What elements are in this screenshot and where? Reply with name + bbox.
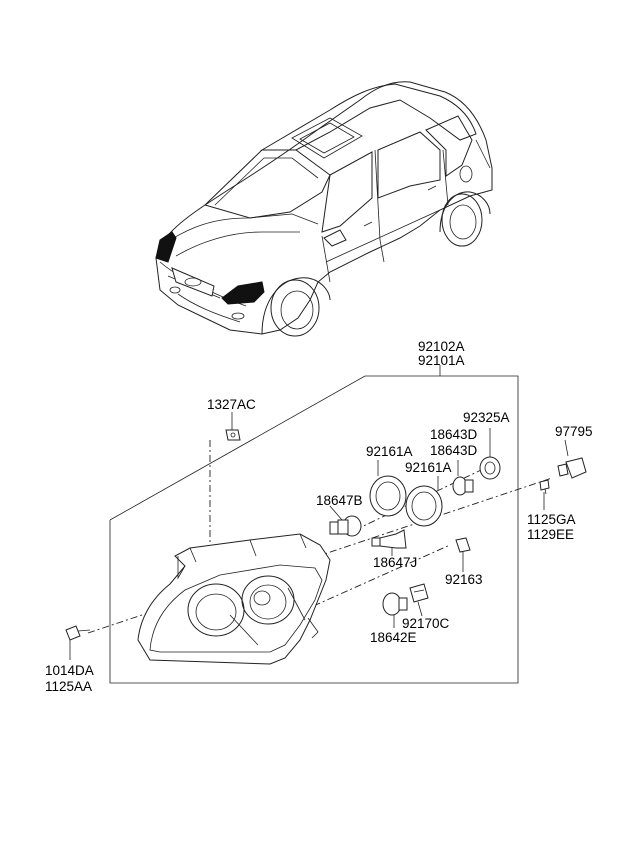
socket-a-part [479,456,501,480]
cap-b-part [405,485,443,527]
label-92101A: 92101A [418,353,465,368]
screw-part [539,479,550,495]
label-92325A: 92325A [463,410,510,425]
label-18647B: 18647B [316,493,363,508]
label-18647J: 18647J [373,555,417,570]
label-97795: 97795 [555,424,593,439]
label-92102A: 92102A [418,339,465,354]
bulb-d-part [452,476,474,496]
part-labels: 92102A 92101A 1327AC 92325A 18643D 18643… [45,339,593,694]
bulb-e-part [382,592,408,616]
bulb-j-part [371,529,407,549]
label-1125AA: 1125AA [45,679,92,694]
label-18643D-2: 18643D [430,443,478,458]
socket-c-part [409,583,429,603]
sensor-part [557,457,587,479]
label-92161A-2: 92161A [405,460,452,475]
label-18643D-1: 18643D [430,427,478,442]
label-1129EE: 1129EE [527,527,574,542]
label-92163: 92163 [445,572,483,587]
assembly-frame [109,375,519,684]
vehicle-illustration [155,81,493,337]
headlamp-housing [137,533,331,665]
cap-small-part [455,537,471,553]
label-1125GA: 1125GA [527,512,576,527]
bolt-part [65,625,91,641]
label-1014DA: 1014DA [45,663,94,678]
label-92170C: 92170C [402,616,450,631]
cap-a-part [369,475,407,517]
clip-part [225,429,241,441]
label-18642E: 18642E [370,630,417,645]
label-1327AC: 1327AC [207,397,256,412]
label-92161A-1: 92161A [366,444,413,459]
leader-lines [69,365,569,660]
bulb-h-part [329,515,362,537]
